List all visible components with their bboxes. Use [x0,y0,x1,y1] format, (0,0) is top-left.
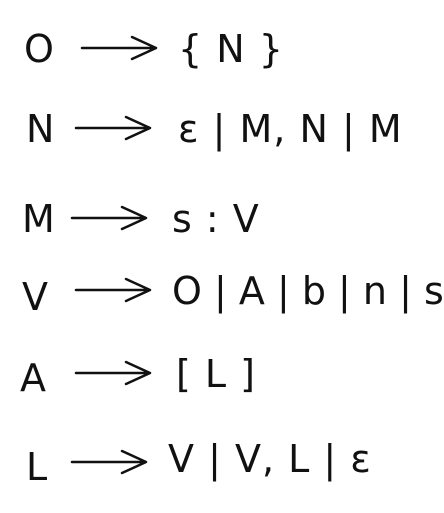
rule-rhs: V | V, L | ε [168,437,372,481]
rule-o: O { N } [0,20,444,80]
right-arrow-icon [70,446,150,482]
rule-lhs: N [26,107,55,151]
right-arrow-icon [70,202,150,238]
rule-a: A [ L ] [0,345,444,405]
rule-v: V O | A | b | n | s [0,262,444,322]
rule-rhs: { N } [178,27,284,71]
right-arrow-icon [80,32,160,68]
rule-lhs: M [22,197,55,241]
right-arrow-icon [74,357,154,393]
rule-lhs: A [20,356,46,400]
rule-lhs: O [24,27,54,71]
rule-n: N ε | M, N | M [0,100,444,160]
rule-l: L V | V, L | ε [0,430,444,490]
rule-rhs: [ L ] [176,352,256,396]
rule-lhs: V [22,275,48,319]
rule-rhs: s : V [172,197,260,241]
rule-rhs: ε | M, N | M [178,107,403,151]
rule-lhs: L [26,445,48,489]
rule-rhs: O | A | b | n | s [172,269,444,313]
right-arrow-icon [74,112,154,148]
right-arrow-icon [74,274,154,310]
rule-m: M s : V [0,190,444,250]
